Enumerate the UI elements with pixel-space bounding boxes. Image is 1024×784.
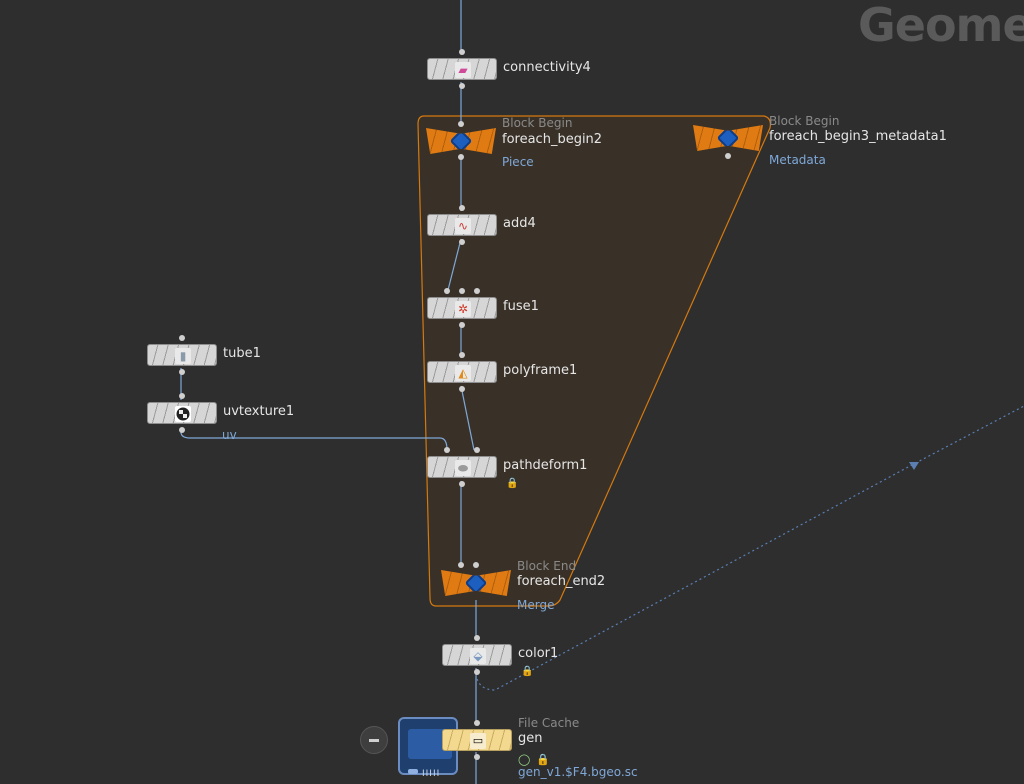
output-port[interactable] <box>458 154 464 160</box>
input-port[interactable] <box>459 205 465 211</box>
lock-icon: 🔒 <box>506 478 519 489</box>
output-port[interactable] <box>459 83 465 89</box>
input-port[interactable] <box>179 335 185 341</box>
node-method-label: Metadata <box>769 153 826 167</box>
node-name: polyframe1 <box>503 363 578 378</box>
node-body[interactable] <box>147 402 217 424</box>
input-port-2[interactable] <box>474 447 480 453</box>
node-name: pathdeform1 <box>503 458 588 473</box>
color-icon: ⬙ <box>470 648 486 664</box>
node-method-label: Piece <box>502 155 534 169</box>
dotted-reference-wire <box>475 405 1024 691</box>
output-port[interactable] <box>725 153 731 159</box>
node-type-label: Block Begin <box>502 116 573 130</box>
node-name: foreach_begin3_metadata1 <box>769 129 947 144</box>
input-port[interactable] <box>444 447 450 453</box>
file-cache-icon: ▭ <box>470 733 486 749</box>
wire-attribute-label: uv <box>222 428 237 442</box>
lock-icon: 🔒 <box>521 666 534 677</box>
curve-icon: ∿ <box>455 218 471 234</box>
input-port[interactable] <box>459 352 465 358</box>
bypass-button[interactable] <box>360 726 388 754</box>
node-name: foreach_begin2 <box>502 132 603 147</box>
input-port[interactable] <box>179 393 185 399</box>
node-type-label: Block End <box>517 559 577 573</box>
node-body[interactable]: ✲ <box>427 297 497 319</box>
tube-icon: ▮ <box>175 348 191 364</box>
input-port[interactable] <box>458 562 464 568</box>
node-body[interactable]: ∿ <box>427 214 497 236</box>
output-port[interactable] <box>459 386 465 392</box>
node-name: fuse1 <box>503 299 539 314</box>
output-port[interactable] <box>459 322 465 328</box>
input-port-2[interactable] <box>459 288 465 294</box>
node-body[interactable]: ◭ <box>427 361 497 383</box>
wire-add4-fuse1 <box>446 238 462 295</box>
node-name: tube1 <box>223 346 261 361</box>
input-port[interactable] <box>459 49 465 55</box>
node-body[interactable]: ▮ <box>147 344 217 366</box>
node-flags: ◯🔒 <box>518 753 550 766</box>
wire-uvtexture1-pathdeform1 <box>180 428 448 451</box>
node-type-label: File Cache <box>518 716 580 730</box>
polyframe-icon: ◭ <box>455 365 471 381</box>
node-body[interactable]: ⬙ <box>442 644 512 666</box>
input-port-3[interactable] <box>474 288 480 294</box>
output-port[interactable] <box>459 481 465 487</box>
node-type-label: Block Begin <box>769 114 840 128</box>
checker-icon <box>175 406 191 422</box>
node-file-path: gen_v1.$F4.bgeo.sc <box>518 765 638 779</box>
input-port[interactable] <box>458 121 464 127</box>
output-port[interactable] <box>474 669 480 675</box>
context-title: Geome <box>858 0 1024 52</box>
output-port[interactable] <box>474 754 480 760</box>
node-body[interactable]: ▰ <box>427 58 497 80</box>
wire-direction-arrow <box>909 462 919 470</box>
node-body[interactable]: ▭ <box>442 729 512 751</box>
fuse-icon: ✲ <box>455 301 471 317</box>
node-name: foreach_end2 <box>517 574 606 589</box>
connectivity-icon: ▰ <box>455 62 471 78</box>
foreach-block-region <box>417 115 771 607</box>
input-port[interactable] <box>474 635 480 641</box>
input-port[interactable] <box>474 720 480 726</box>
node-name: gen <box>518 731 543 746</box>
output-port[interactable] <box>179 427 185 433</box>
pathdeform-icon: ⬬ <box>455 460 471 476</box>
status-circle-icon: ◯ <box>518 753 531 766</box>
lock-icon: 🔒 <box>536 753 551 766</box>
node-name: connectivity4 <box>503 60 591 75</box>
node-name: add4 <box>503 216 536 231</box>
wire-polyframe1-pathdeform1 <box>460 385 475 451</box>
node-method-label: Merge <box>517 598 555 612</box>
node-name: uvtexture1 <box>223 404 295 419</box>
output-port[interactable] <box>179 369 185 375</box>
input-port[interactable] <box>444 288 450 294</box>
output-port[interactable] <box>459 239 465 245</box>
input-port-2[interactable] <box>473 562 479 568</box>
node-name: color1 <box>518 646 559 661</box>
node-body[interactable]: ⬬ <box>427 456 497 478</box>
